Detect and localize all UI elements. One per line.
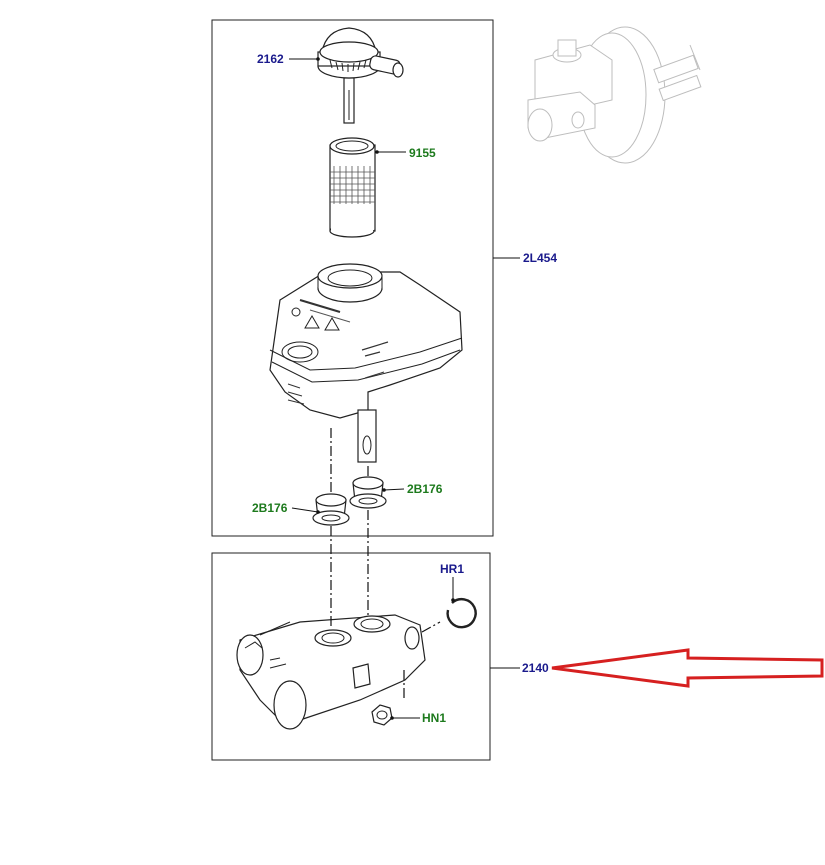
reservoir-body-part [269, 263, 463, 463]
grommet-left-part [312, 493, 350, 526]
reservoir-filter-part [329, 137, 376, 238]
callout-nut: HN1 [422, 711, 446, 725]
callout-grommet-left: 2B176 [252, 501, 288, 515]
assembly-lines [330, 428, 441, 700]
grommet-right-part [349, 476, 387, 509]
brake-booster-reference-image [527, 26, 702, 164]
brand-logo [281, 341, 319, 363]
highlight-arrow [551, 648, 824, 688]
callout-ring: HR1 [440, 562, 464, 576]
master-cylinder-part [236, 614, 426, 730]
master-cylinder-frame [211, 552, 491, 761]
reservoir-cap-part [317, 27, 404, 124]
nut-part [371, 704, 393, 726]
retaining-ring-part [446, 598, 477, 629]
callout-cap: 2162 [257, 52, 284, 66]
callout-grommet-right: 2B176 [407, 482, 443, 496]
leader-lines [289, 57, 520, 720]
callout-master-cylinder: 2140 [522, 661, 549, 675]
reservoir-assembly-frame [211, 19, 494, 537]
callout-reservoir: 2L454 [523, 251, 557, 265]
callout-filter: 9155 [409, 146, 436, 160]
